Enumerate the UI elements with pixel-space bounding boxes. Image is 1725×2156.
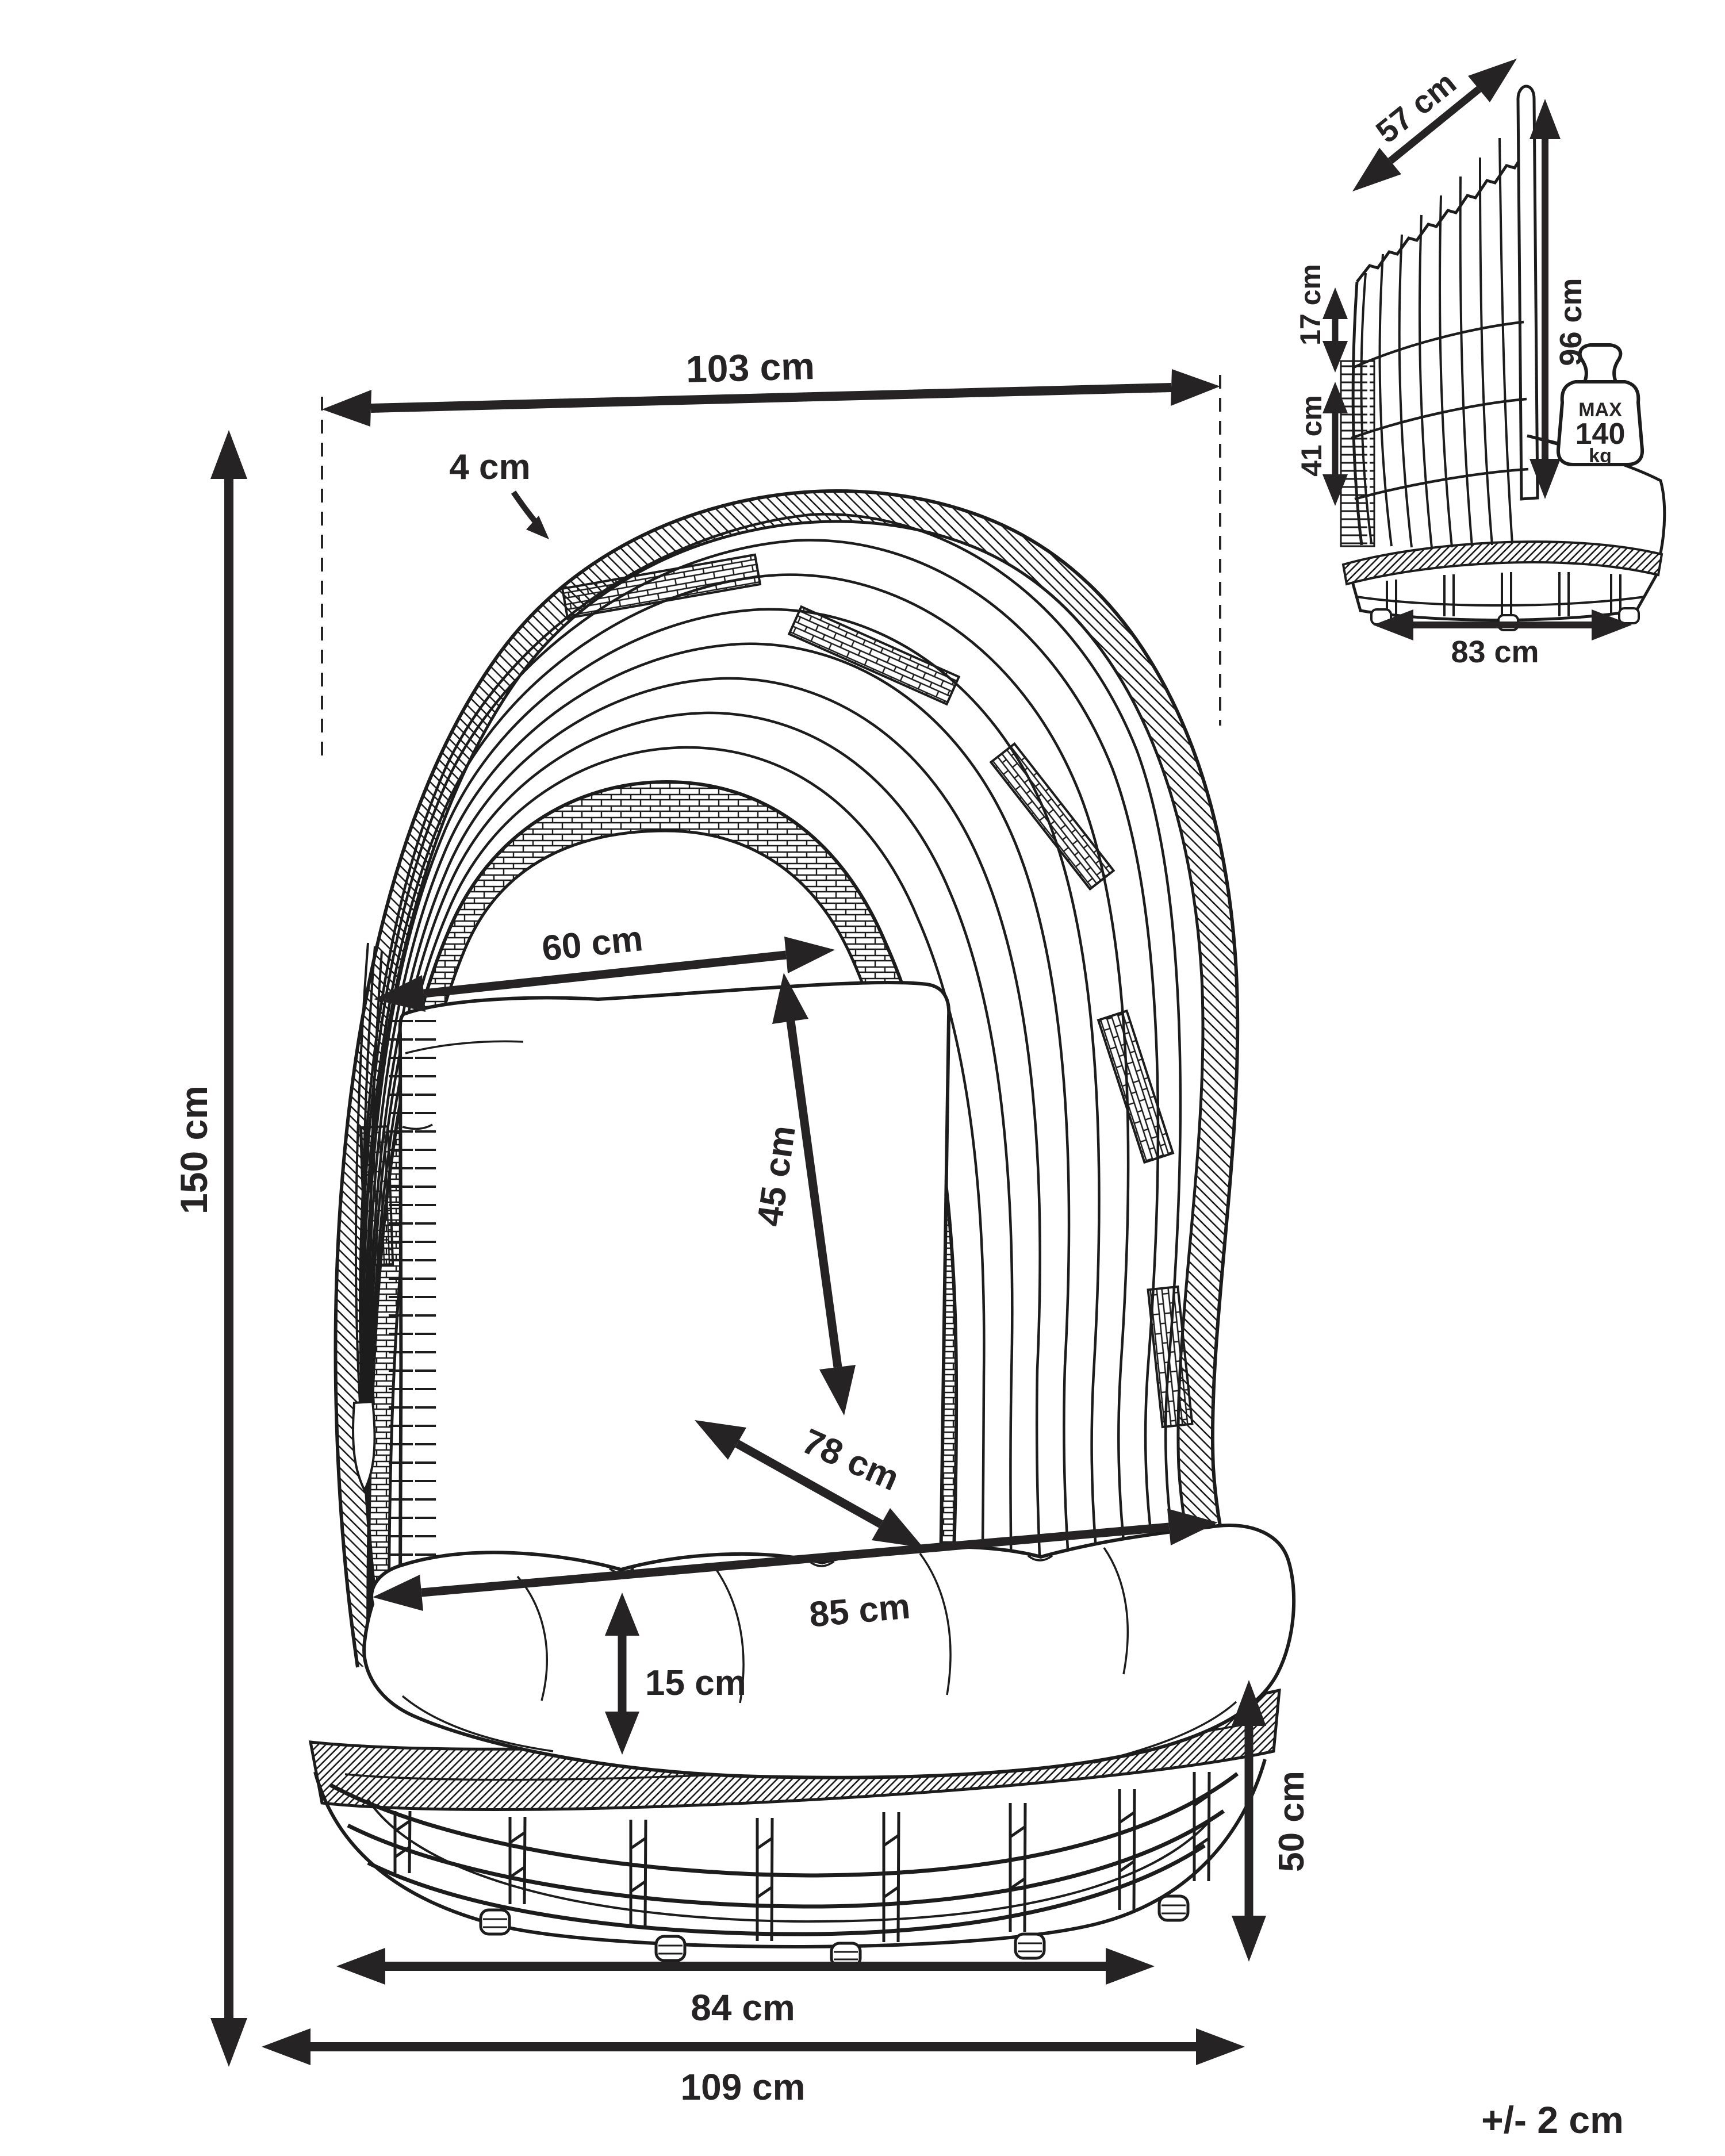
dimension-base-height: 50 cm xyxy=(1232,1680,1312,1962)
side-base-basket xyxy=(1341,540,1663,631)
dimension-back-height: 96 cm xyxy=(1529,99,1588,499)
dim-label-base-height: 50 cm xyxy=(1272,1771,1312,1872)
dim-label-base-depth: 83 cm xyxy=(1451,635,1539,669)
dim-label-canopy-top-offset: 17 cm xyxy=(1294,264,1327,346)
dim-label-width-bottom: 109 cm xyxy=(680,2066,805,2108)
dimension-cushion-thickness: 15 cm xyxy=(605,1593,746,1755)
max-load-weight-icon: MAX 140 kg xyxy=(1556,343,1644,467)
left-weave-tassel xyxy=(352,942,436,1593)
basket-posts xyxy=(393,1771,1211,1943)
dim-label-width-top: 103 cm xyxy=(685,344,815,390)
dim-label-cushion-thickness: 15 cm xyxy=(645,1663,746,1703)
dimension-base-width: 84 cm xyxy=(336,1948,1155,2028)
dim-label-frame-thickness: 4 cm xyxy=(449,447,530,487)
dim-label-seat-width: 85 cm xyxy=(808,1586,912,1635)
weave-straps xyxy=(359,553,1194,1429)
max-load-unit: kg xyxy=(1589,445,1612,467)
dimension-width-bottom: 109 cm xyxy=(262,2028,1245,2108)
seat-cushion xyxy=(362,1524,1296,1779)
side-panel-slats xyxy=(1360,137,1513,548)
dim-label-back-height: 96 cm xyxy=(1554,278,1588,366)
side-basket-posts xyxy=(1386,572,1621,617)
dim-label-back-lower-height: 41 cm xyxy=(1295,395,1328,477)
tolerance-note: +/- 2 cm xyxy=(1481,2099,1624,2141)
side-panel-bands xyxy=(1351,320,1529,501)
dim-label-opening-width: 60 cm xyxy=(540,919,645,969)
basket-feet xyxy=(479,1894,1190,1968)
dimension-width-top: 103 cm xyxy=(321,344,1221,765)
base-basket xyxy=(313,1759,1267,1968)
dim-label-base-width: 84 cm xyxy=(691,1987,795,2028)
dimension-canopy-top-offset: 17 cm xyxy=(1294,264,1348,373)
dimension-seat-width: 85 cm xyxy=(373,1509,1218,1635)
side-view: MAX 140 kg 57 cm 17 cm 41 cm 96 xyxy=(1294,59,1666,669)
side-back-panel xyxy=(1351,85,1539,548)
dim-label-total-height: 150 cm xyxy=(172,1085,215,1214)
dimension-frame-thickness: 4 cm xyxy=(449,447,549,539)
dimension-total-height: 150 cm xyxy=(172,430,247,2067)
max-load-value: 140 xyxy=(1575,417,1626,451)
dimension-base-depth: 83 cm xyxy=(1373,609,1632,669)
dimension-canopy-depth: 57 cm xyxy=(1352,59,1517,191)
max-load-label: MAX xyxy=(1578,399,1622,421)
dimension-back-lower-height: 41 cm xyxy=(1295,382,1348,506)
front-view: 103 cm 150 cm 4 cm 60 cm 45 cm xyxy=(172,344,1312,2108)
